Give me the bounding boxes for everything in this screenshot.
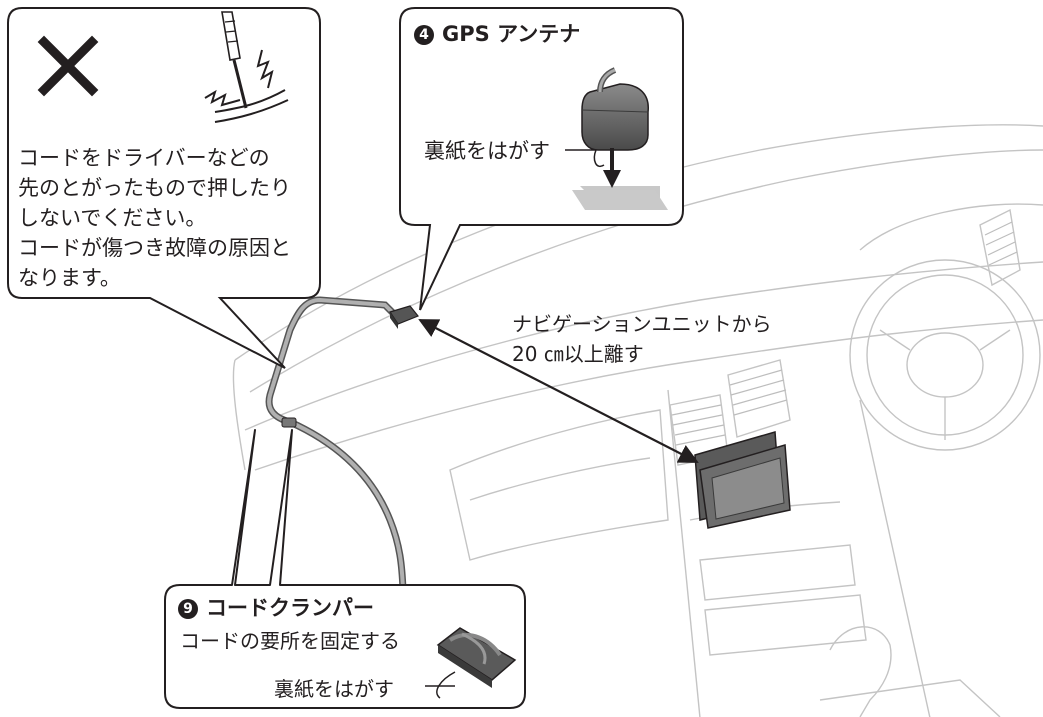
distance-note-line-2: 20 ㎝以上離す [512,342,644,366]
warning-text-line-2: 先のとがったもので押したり [18,176,291,200]
navigation-unit [694,431,791,529]
prohibited-x-icon [37,35,99,97]
clamper-title: コードクランパー [206,596,374,620]
gps-title: GPS アンテナ [442,22,581,46]
clamper-description: コードの要所を固定する [180,629,400,653]
step-number-badge: 9 [178,599,198,619]
gps-callout [399,7,684,311]
gps-peel-label: 裏紙をはがす [424,139,550,163]
warning-text-line-1: コードをドライバーなどの [18,146,270,170]
clamper-peel-label: 裏紙をはがす [274,677,394,701]
gps-antenna-on-dash [389,305,419,329]
warning-text-line-5: なります。 [18,266,121,290]
cord-clamper-icon [436,627,517,699]
distance-note-line-1: ナビゲーションユニットから [512,312,772,336]
distance-arrow [418,319,699,463]
screwdriver-icon [221,11,248,109]
step-number-badge: 4 [414,25,434,45]
clamper-callout-title: 9 コードクランパー [178,592,374,622]
car-interior-drawing [232,124,1043,717]
gps-callout-title: 4 GPS アンテナ [414,18,580,48]
cord-under-pressure-icon [204,49,289,123]
clamper-callout [164,429,526,709]
cable-clamp [281,417,297,428]
warning-text-line-3: しないでください。 [18,206,207,230]
warning-callout [7,7,321,369]
warning-text-line-4: コードが傷つき故障の原因と [18,236,291,260]
